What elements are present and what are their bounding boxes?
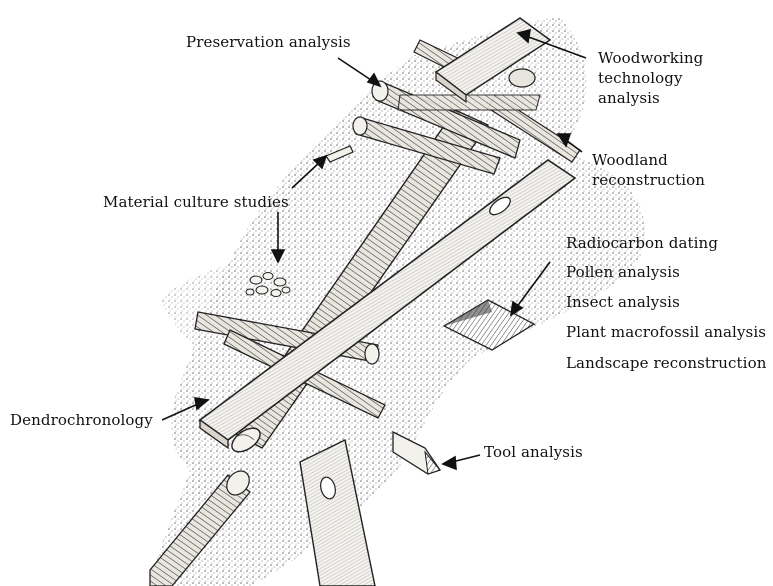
leader-preservation bbox=[338, 58, 374, 82]
arrowhead-preservation bbox=[368, 74, 380, 86]
leader-tool bbox=[452, 455, 480, 462]
pointed-stake bbox=[393, 432, 440, 474]
arrowhead-tool bbox=[443, 457, 456, 469]
